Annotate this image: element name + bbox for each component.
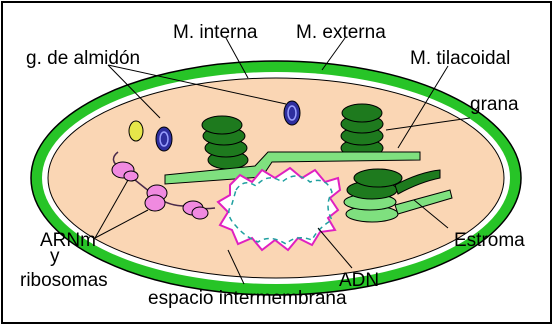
label-m-interna: M. interna: [173, 22, 258, 43]
granum-right: [341, 104, 383, 157]
label-m-externa: M. externa: [296, 22, 386, 43]
label-m-tilacoidal: M. tilacoidal: [410, 48, 510, 69]
granum-left: [202, 116, 248, 169]
label-arnm: ARNm: [40, 230, 96, 251]
label-g-almidon: g. de almidón: [26, 48, 140, 69]
starch-granule-left: [156, 127, 172, 151]
label-ribosomas: ribosomas: [20, 270, 108, 291]
starch-granule-yellow: [129, 121, 143, 141]
label-estroma: Estroma: [454, 230, 525, 251]
label-espacio-intermembrana: espacio intermembrana: [148, 288, 347, 309]
starch-granule-right: [284, 101, 300, 125]
label-y: y: [50, 246, 60, 267]
label-grana: grana: [470, 94, 519, 115]
